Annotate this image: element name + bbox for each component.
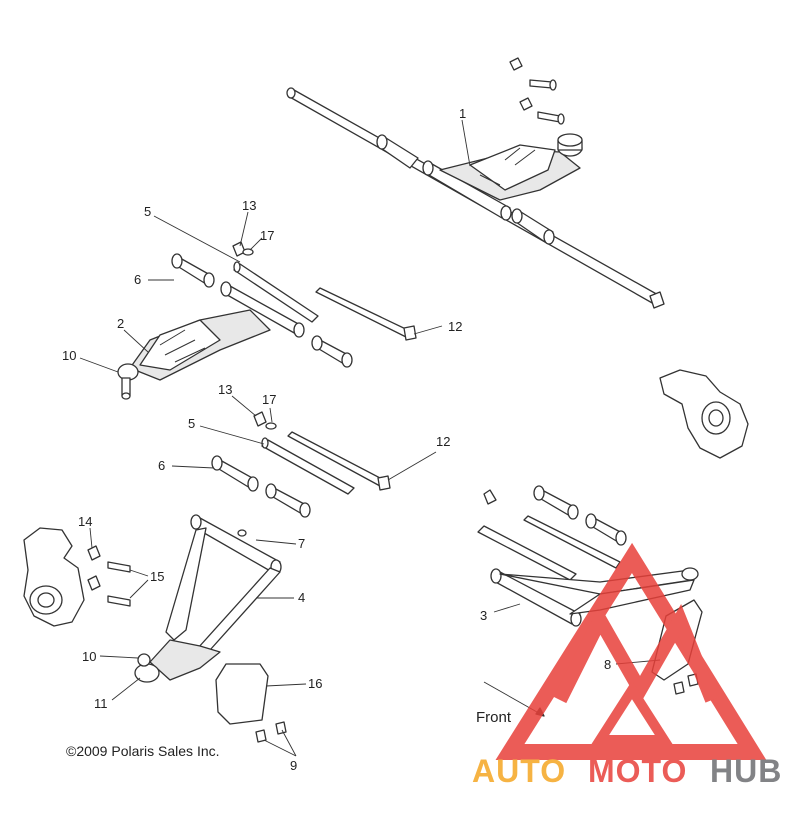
callout-9: 9	[290, 758, 297, 773]
callout-13-upper: 13	[242, 198, 256, 213]
callout-labels: 1 5 13 17 6 2 12 10 13 17 5 12 6 14 7 15…	[62, 106, 611, 773]
watermark-auto: AUTO	[472, 753, 566, 789]
callout-4: 4	[298, 590, 305, 605]
callout-16: 16	[308, 676, 322, 691]
callout-1: 1	[459, 106, 466, 121]
callout-5-lower: 5	[188, 416, 195, 431]
copyright-text: ©2009 Polaris Sales Inc.	[66, 743, 220, 759]
callout-7: 7	[298, 536, 305, 551]
upper-arm-assembly-1	[286, 57, 665, 309]
callout-13-lower: 13	[218, 382, 232, 397]
triangle-logo-icon	[495, 542, 767, 760]
callout-2: 2	[117, 316, 124, 331]
callout-15: 15	[150, 569, 164, 584]
callout-11: 11	[94, 696, 108, 711]
callout-5-upper: 5	[144, 204, 151, 219]
callout-14: 14	[78, 514, 92, 529]
knuckle-left	[23, 527, 131, 627]
lower-arm-assembly-3	[477, 485, 703, 695]
callout-10-lower: 10	[82, 649, 96, 664]
watermark-hub: HUB	[710, 753, 782, 789]
knuckle-right	[659, 369, 749, 459]
callout-10-upper: 10	[62, 348, 76, 363]
callout-17-upper: 17	[260, 228, 274, 243]
callout-8: 8	[604, 657, 611, 672]
automotohub-watermark-logo: AUTO MOTO HUB	[472, 542, 782, 789]
upper-arm-assembly-2	[117, 241, 417, 400]
lower-mount-hardware	[211, 411, 391, 518]
callout-3: 3	[480, 608, 487, 623]
callout-6-lower: 6	[158, 458, 165, 473]
lower-arm-assembly-4	[134, 514, 287, 743]
callout-12-upper: 12	[448, 319, 462, 334]
watermark-moto: MOTO	[588, 753, 687, 789]
callout-6-upper: 6	[134, 272, 141, 287]
callout-17-lower: 17	[262, 392, 276, 407]
callout-12-lower: 12	[436, 434, 450, 449]
front-label: Front	[476, 709, 512, 726]
